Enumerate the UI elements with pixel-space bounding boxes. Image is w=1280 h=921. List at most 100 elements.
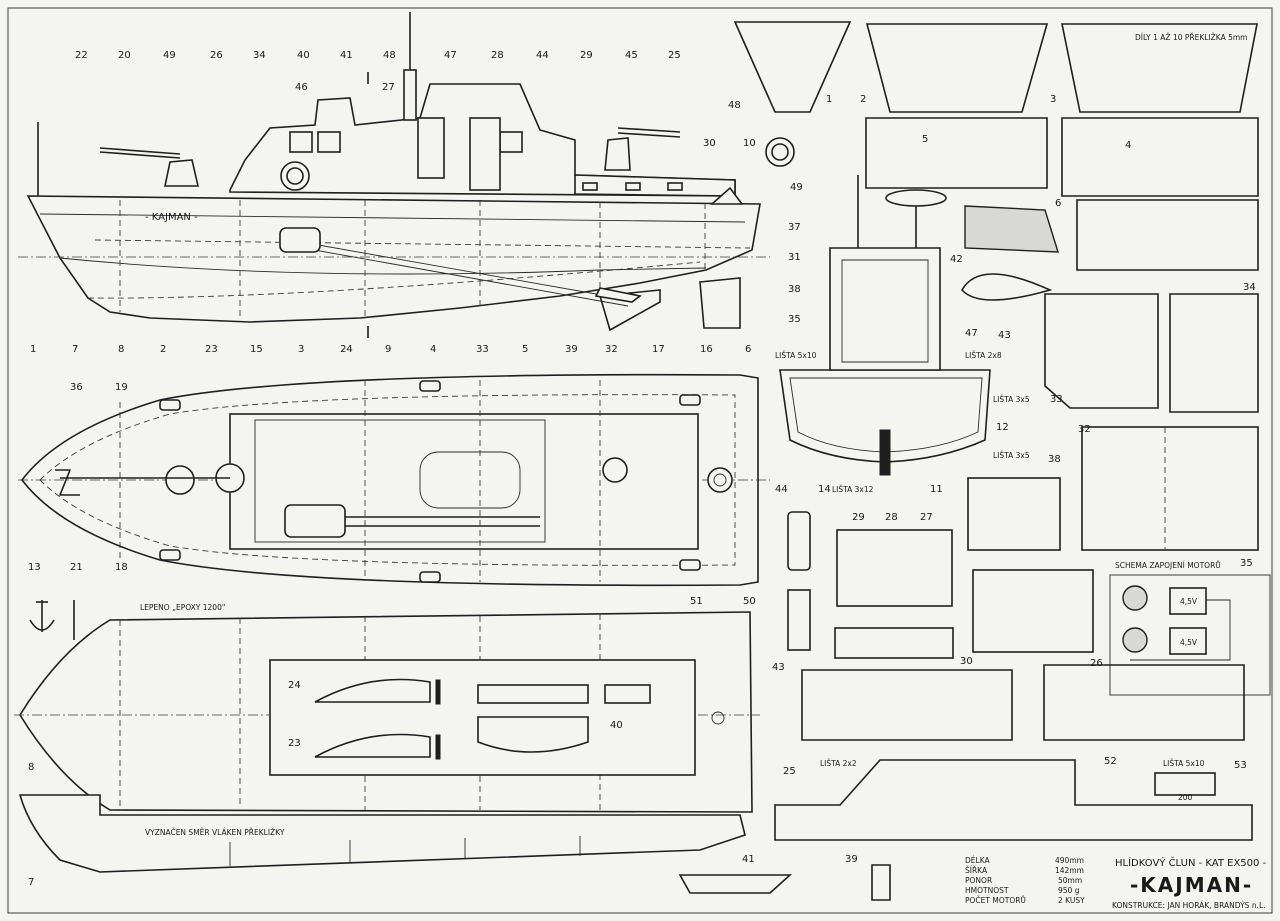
callout-49a: 49 — [163, 50, 176, 61]
callout-24b: 24 — [288, 680, 301, 691]
callout-8b: 8 — [28, 762, 34, 773]
deck-plan — [18, 373, 770, 587]
cross-section — [779, 175, 991, 476]
callout-25a: 25 — [668, 50, 681, 61]
callout-35a: 35 — [788, 314, 801, 325]
callout-14: 14 — [818, 484, 831, 495]
callout-3a: 3 — [1050, 94, 1056, 105]
callout-34b: 34 — [1243, 282, 1256, 293]
callout-2b: 2 — [160, 344, 166, 355]
callout-45: 45 — [625, 50, 638, 61]
callout-34a: 34 — [253, 50, 266, 61]
callout-42: 42 — [950, 254, 963, 265]
callout-19: 19 — [115, 382, 128, 393]
spec-table: DÉLKA 490mm ŠÍŘKA 142mm PONOR 50mm HMOTN… — [965, 856, 1085, 905]
spec-label-1: ŠÍŘKA — [965, 866, 988, 875]
plywood-note: DÍLY 1 AŽ 10 PŘEKLIŽKA 5mm — [1135, 33, 1247, 42]
strip-3x5-a: LIŠTA 3x5 — [993, 395, 1030, 404]
callout-32b: 32 — [605, 344, 618, 355]
spec-value-2: 50mm — [1058, 876, 1082, 885]
side-plank — [18, 794, 746, 873]
callout-7a: 7 — [72, 344, 78, 355]
drawing-notes: DÍLY 1 AŽ 10 PŘEKLIŽKA 5mm LEPENO „EPOXY… — [140, 33, 1247, 837]
grain-note: VYZNAČEN SMĚR VLÁKEN PŘEKLIŽKY — [145, 828, 285, 837]
bottom-panel — [14, 611, 760, 813]
glue-note: LEPENO „EPOXY 1200" — [140, 603, 225, 612]
callout-7b: 7 — [28, 877, 34, 888]
callout-37: 37 — [788, 222, 801, 233]
callout-12: 12 — [996, 422, 1009, 433]
callout-31: 31 — [788, 252, 801, 263]
strip-2x2: LIŠTA 2x2 — [820, 759, 857, 768]
callout-48a: 48 — [383, 50, 396, 61]
callout-46: 46 — [295, 82, 308, 93]
callout-47b: 47 — [965, 328, 978, 339]
callout-26b: 26 — [1090, 658, 1103, 669]
strip-5x10-left: LIŠTA 5x10 — [775, 351, 817, 360]
callout-20: 20 — [118, 50, 131, 61]
title-block: HLÍDKOVÝ ČLUN - KAT EX500 - -KAJMAN- KON… — [1112, 856, 1267, 910]
dimension-200: 200 — [1178, 793, 1193, 802]
spec-label-3: HMOTNOST — [965, 886, 1009, 895]
callout-49b: 49 — [790, 182, 803, 193]
callout-40a: 40 — [297, 50, 310, 61]
plywood-parts — [678, 21, 1271, 901]
callout-6b: 6 — [745, 344, 751, 355]
strip-2x8: LIŠTA 2x8 — [965, 351, 1002, 360]
anchor-icon — [29, 600, 75, 640]
callout-52: 52 — [1104, 756, 1117, 767]
callout-5a: 5 — [922, 134, 928, 145]
callout-30a: 30 — [703, 138, 716, 149]
callout-53: 53 — [1234, 760, 1247, 771]
callout-29a: 29 — [580, 50, 593, 61]
callout-38b: 38 — [1048, 454, 1061, 465]
spec-value-1: 142mm — [1055, 866, 1084, 875]
callout-4b: 4 — [430, 344, 436, 355]
callout-44a: 44 — [536, 50, 549, 61]
battery-a-label: 4,5V — [1180, 597, 1198, 606]
callout-51: 51 — [690, 596, 703, 607]
strip-3x5-b: LIŠTA 3x5 — [993, 451, 1030, 460]
callout-3b: 3 — [298, 344, 304, 355]
callout-17: 17 — [652, 344, 665, 355]
callout-33b: 33 — [476, 344, 489, 355]
callout-24a: 24 — [340, 344, 353, 355]
part-callouts: 22 20 49 26 34 40 41 48 46 27 47 28 44 2… — [28, 50, 1256, 888]
callout-27b: 27 — [920, 512, 933, 523]
callout-28b: 28 — [885, 512, 898, 523]
spec-label-2: PONOR — [965, 876, 992, 885]
callout-25b: 25 — [783, 766, 796, 777]
callout-1b: 1 — [30, 344, 36, 355]
callout-35b: 35 — [1240, 558, 1253, 569]
title-designer: KONSTRUKCE: JAN HORÁK, BRANDÝS n.L. — [1112, 901, 1266, 910]
callout-27a: 27 — [382, 82, 395, 93]
side-elevation: - KAJMAN - — [18, 12, 770, 332]
callout-41: 41 — [340, 50, 353, 61]
spec-value-3: 950 g — [1058, 886, 1080, 895]
callout-40b: 40 — [610, 720, 623, 731]
callout-36: 36 — [70, 382, 83, 393]
callout-28a: 28 — [491, 50, 504, 61]
strip-3x12: LIŠTA 3x12 — [832, 485, 874, 494]
callout-16: 16 — [700, 344, 713, 355]
callout-6a: 6 — [1055, 198, 1061, 209]
hull-name-label: - KAJMAN - — [145, 212, 198, 223]
callout-9: 9 — [385, 344, 391, 355]
callout-43b: 43 — [772, 662, 785, 673]
callout-2a: 2 — [860, 94, 866, 105]
spec-value-0: 490mm — [1055, 856, 1084, 865]
title-subtitle: HLÍDKOVÝ ČLUN - KAT EX500 - — [1115, 856, 1267, 869]
battery-b-label: 4,5V — [1180, 638, 1198, 647]
callout-30b: 30 — [960, 656, 973, 667]
callout-47a: 47 — [444, 50, 457, 61]
callout-38a: 38 — [788, 284, 801, 295]
callout-13: 13 — [28, 562, 41, 573]
callout-23b: 23 — [288, 738, 301, 749]
callout-11: 11 — [930, 484, 943, 495]
callout-43a: 43 — [998, 330, 1011, 341]
callout-29b: 29 — [852, 512, 865, 523]
callout-32a: 32 — [1078, 424, 1091, 435]
callout-50: 50 — [743, 596, 756, 607]
callout-23a: 23 — [205, 344, 218, 355]
